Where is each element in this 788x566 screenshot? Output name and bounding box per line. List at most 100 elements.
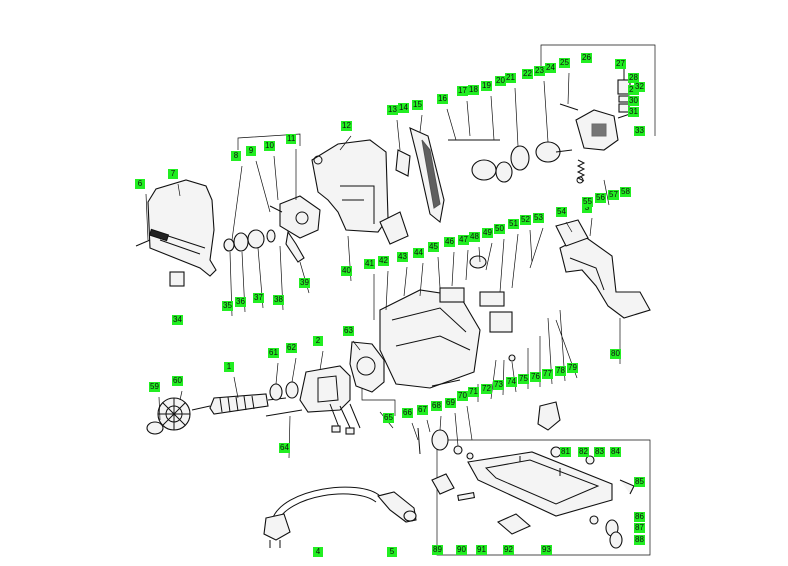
part-callout-82[interactable]: 82 bbox=[578, 447, 589, 457]
part-callout-52[interactable]: 52 bbox=[520, 215, 531, 225]
part-callout-79[interactable]: 79 bbox=[567, 363, 578, 373]
part-callout-85[interactable]: 85 bbox=[634, 477, 645, 487]
part-callout-6[interactable]: 6 bbox=[135, 179, 145, 189]
part-callout-28[interactable]: 28 bbox=[628, 73, 639, 83]
part-callout-63[interactable]: 63 bbox=[343, 326, 354, 336]
part-callout-39[interactable]: 39 bbox=[299, 278, 310, 288]
part-callout-27[interactable]: 27 bbox=[615, 59, 626, 69]
part-callout-26[interactable]: 26 bbox=[581, 53, 592, 63]
part-callout-45[interactable]: 45 bbox=[428, 242, 439, 252]
part-callout-55[interactable]: 55 bbox=[582, 197, 593, 207]
part-callout-57[interactable]: 57 bbox=[608, 190, 619, 200]
part-callout-23[interactable]: 23 bbox=[534, 66, 545, 76]
part-callout-89[interactable]: 89 bbox=[432, 545, 443, 555]
wiring bbox=[265, 403, 361, 435]
part-callout-42[interactable]: 42 bbox=[378, 256, 389, 266]
part-callout-86[interactable]: 86 bbox=[634, 512, 645, 522]
part-callout-37[interactable]: 37 bbox=[253, 293, 264, 303]
part-callout-54[interactable]: 54 bbox=[556, 207, 567, 217]
part-callout-9[interactable]: 9 bbox=[246, 146, 256, 156]
part-callout-91[interactable]: 91 bbox=[476, 545, 487, 555]
part-callout-69[interactable]: 69 bbox=[445, 398, 456, 408]
part-callout-36[interactable]: 36 bbox=[235, 297, 246, 307]
part-callout-93[interactable]: 93 bbox=[541, 545, 552, 555]
small-parts-89-92 bbox=[431, 446, 595, 535]
part-callout-18[interactable]: 18 bbox=[468, 85, 479, 95]
part-callout-61[interactable]: 61 bbox=[268, 348, 279, 358]
part-callout-17[interactable]: 17 bbox=[457, 86, 468, 96]
part-callout-46[interactable]: 46 bbox=[444, 237, 455, 247]
part-callout-76[interactable]: 76 bbox=[530, 372, 541, 382]
part-callout-47[interactable]: 47 bbox=[458, 235, 469, 245]
blade-guard bbox=[135, 179, 217, 287]
part-callout-8[interactable]: 8 bbox=[231, 151, 241, 161]
part-callout-92[interactable]: 92 bbox=[503, 545, 514, 555]
part-callout-2[interactable]: 2 bbox=[313, 336, 323, 346]
part-callout-58[interactable]: 58 bbox=[620, 187, 631, 197]
part-callout-40[interactable]: 40 bbox=[341, 266, 352, 276]
part-callout-83[interactable]: 83 bbox=[594, 447, 605, 457]
part-callout-19[interactable]: 19 bbox=[481, 81, 492, 91]
part-callout-10[interactable]: 10 bbox=[264, 141, 275, 151]
part-callout-78[interactable]: 78 bbox=[555, 366, 566, 376]
part-callout-49[interactable]: 49 bbox=[482, 228, 493, 238]
part-callout-33[interactable]: 33 bbox=[634, 126, 645, 136]
part-callout-35[interactable]: 35 bbox=[222, 301, 233, 311]
part-callout-5[interactable]: 5 bbox=[387, 547, 397, 557]
part-callout-68[interactable]: 68 bbox=[431, 401, 442, 411]
part-callout-60[interactable]: 60 bbox=[172, 376, 183, 386]
armature bbox=[191, 393, 287, 415]
part-callout-21[interactable]: 21 bbox=[505, 73, 516, 83]
part-callout-74[interactable]: 74 bbox=[506, 377, 517, 387]
part-callout-53[interactable]: 53 bbox=[533, 213, 544, 223]
part-callout-87[interactable]: 87 bbox=[634, 523, 645, 533]
part-callout-24[interactable]: 24 bbox=[545, 63, 556, 73]
part-callout-77[interactable]: 77 bbox=[542, 369, 553, 379]
part-callout-20[interactable]: 20 bbox=[495, 76, 506, 86]
part-callout-72[interactable]: 72 bbox=[481, 384, 492, 394]
part-callout-70[interactable]: 70 bbox=[457, 391, 468, 401]
part-callout-88[interactable]: 88 bbox=[634, 535, 645, 545]
part-callout-62[interactable]: 62 bbox=[286, 343, 297, 353]
part-callout-11[interactable]: 11 bbox=[286, 134, 297, 144]
part-callout-43[interactable]: 43 bbox=[397, 252, 408, 262]
base-housing bbox=[379, 255, 513, 389]
part-callout-71[interactable]: 71 bbox=[468, 387, 479, 397]
part-callout-75[interactable]: 75 bbox=[518, 374, 529, 384]
part-callout-15[interactable]: 15 bbox=[412, 100, 423, 110]
blade-flange bbox=[395, 127, 445, 224]
part-callout-14[interactable]: 14 bbox=[398, 103, 409, 113]
part-callout-31[interactable]: 31 bbox=[628, 107, 639, 117]
part-callout-38[interactable]: 38 bbox=[273, 295, 284, 305]
part-callout-30[interactable]: 30 bbox=[628, 96, 639, 106]
part-callout-3[interactable]: 3 bbox=[582, 203, 592, 213]
part-callout-81[interactable]: 81 bbox=[560, 447, 571, 457]
part-callout-12[interactable]: 12 bbox=[341, 121, 352, 131]
part-callout-80[interactable]: 80 bbox=[610, 349, 621, 359]
part-callout-25[interactable]: 25 bbox=[559, 58, 570, 68]
part-callout-59[interactable]: 59 bbox=[149, 382, 160, 392]
part-callout-90[interactable]: 90 bbox=[456, 545, 467, 555]
part-callout-51[interactable]: 51 bbox=[508, 219, 519, 229]
part-callout-29[interactable]: 29 bbox=[628, 85, 639, 95]
part-callout-41[interactable]: 41 bbox=[364, 259, 375, 269]
part-callout-34[interactable]: 34 bbox=[172, 315, 183, 325]
part-callout-13[interactable]: 13 bbox=[387, 105, 398, 115]
part-callout-64[interactable]: 64 bbox=[279, 443, 290, 453]
part-callout-65[interactable]: 65 bbox=[383, 413, 394, 423]
part-callout-16[interactable]: 16 bbox=[437, 94, 448, 104]
part-callout-44[interactable]: 44 bbox=[413, 248, 424, 258]
part-callout-56[interactable]: 56 bbox=[595, 193, 606, 203]
part-callout-66[interactable]: 66 bbox=[402, 408, 413, 418]
part-callout-32[interactable]: 32 bbox=[634, 82, 645, 92]
part-callout-50[interactable]: 50 bbox=[494, 224, 505, 234]
part-callout-67[interactable]: 67 bbox=[417, 405, 428, 415]
part-callout-7[interactable]: 7 bbox=[168, 169, 178, 179]
part-callout-48[interactable]: 48 bbox=[469, 232, 480, 242]
part-callout-22[interactable]: 22 bbox=[522, 69, 533, 79]
part-callout-73[interactable]: 73 bbox=[493, 380, 504, 390]
part-callout-84[interactable]: 84 bbox=[610, 447, 621, 457]
part-callout-4[interactable]: 4 bbox=[313, 547, 323, 557]
part-callout-1[interactable]: 1 bbox=[224, 362, 234, 372]
small-parts-66-79 bbox=[417, 354, 561, 460]
